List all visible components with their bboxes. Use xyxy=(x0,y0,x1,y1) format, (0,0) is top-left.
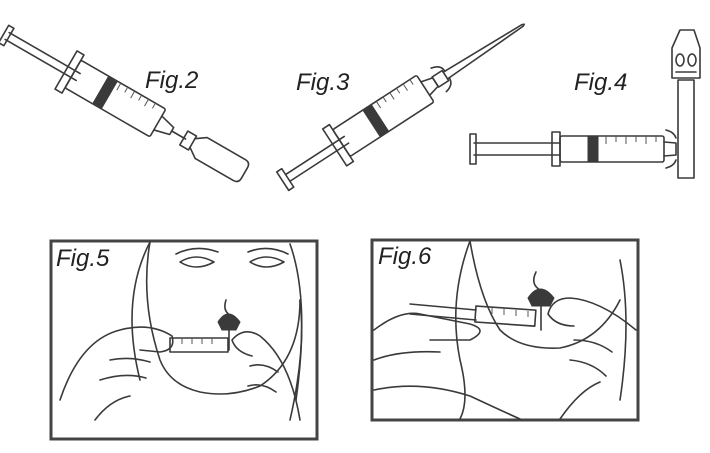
fig2-label: Fig.2 xyxy=(145,67,198,94)
fig4-label: Fig.4 xyxy=(574,69,627,96)
fig6-panel: Fig.6 xyxy=(370,238,640,422)
fig5-panel: Fig.5 xyxy=(49,239,319,441)
fig2-illustration: Fig.2 xyxy=(0,24,250,183)
fig6-face-illustration xyxy=(373,240,637,420)
fig6-label: Fig.6 xyxy=(378,243,432,270)
fig5-face-illustration xyxy=(59,241,303,421)
fig3-illustration: Fig.3 xyxy=(275,23,526,192)
fig3-label: Fig.3 xyxy=(296,69,350,96)
fig4-illustration: Fig.4 xyxy=(469,29,701,179)
fig5-label: Fig.5 xyxy=(56,245,110,272)
